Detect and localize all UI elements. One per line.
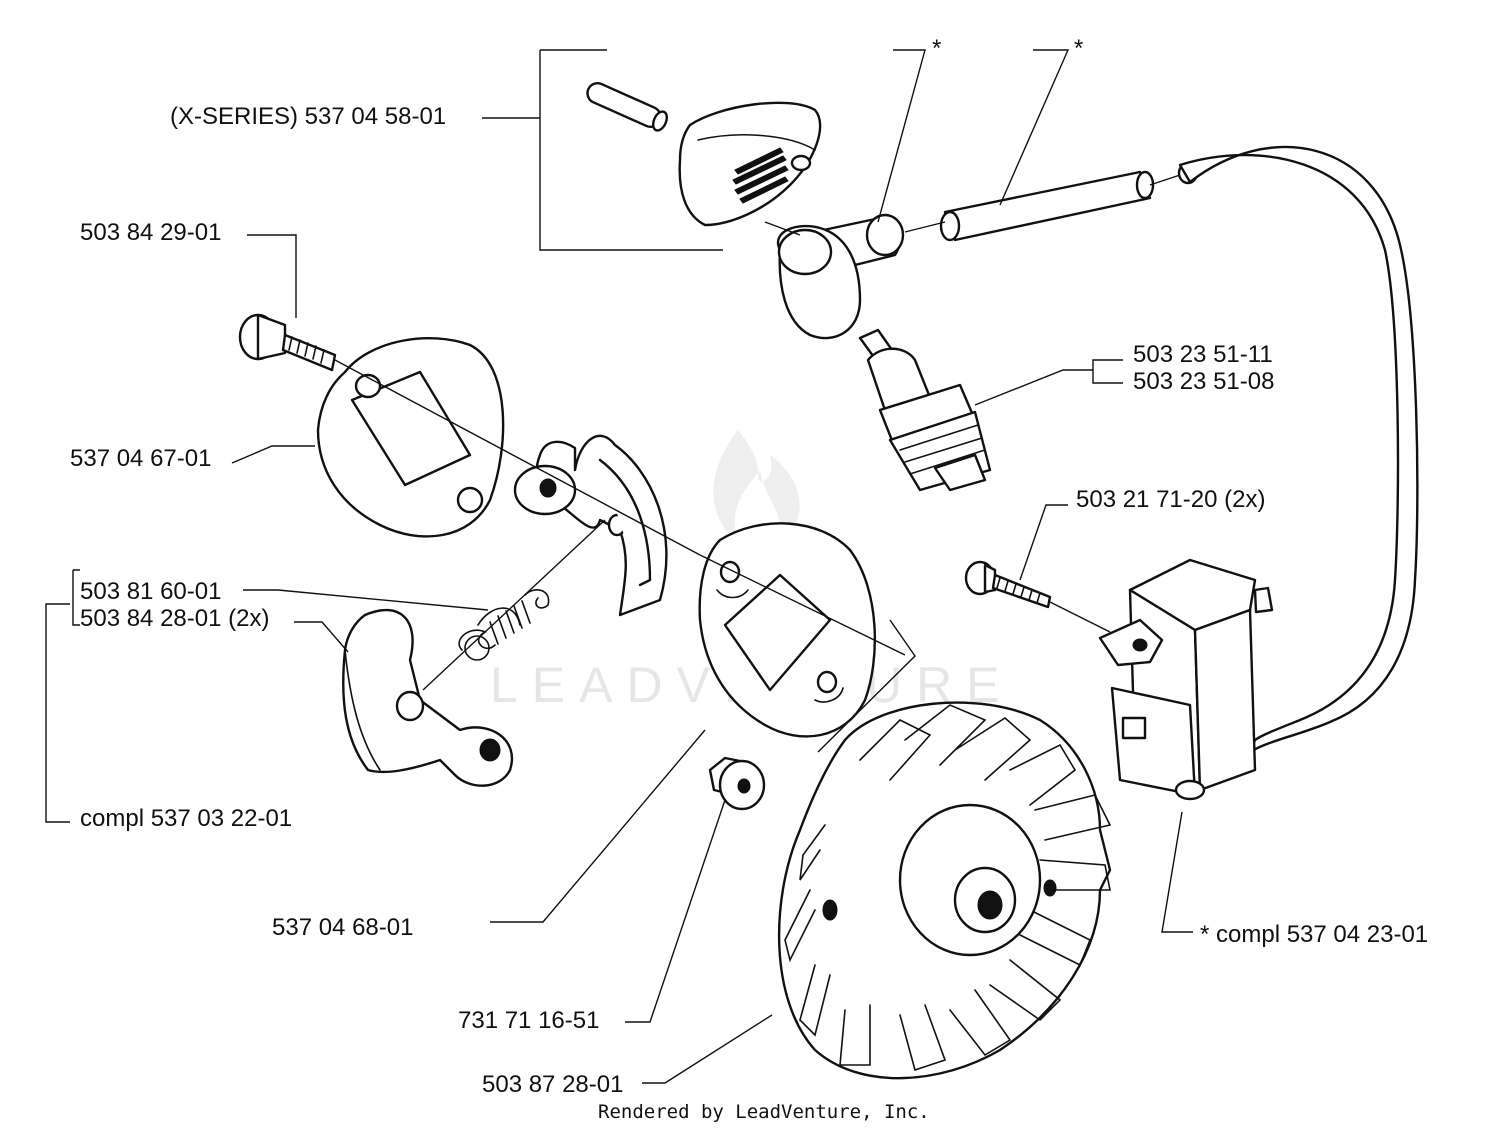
flywheel-part (777, 701, 1112, 1080)
watermark-flame-icon (713, 430, 800, 545)
label-screw-ignition: 503 21 71-20 (2x) (1076, 486, 1265, 513)
nut-part (708, 756, 766, 811)
label-flywheel: 503 87 28-01 (482, 1071, 623, 1098)
label-plate-right: 537 04 68-01 (272, 914, 413, 941)
label-nut: 731 71 16-51 (458, 1007, 599, 1034)
label-clutch-compl: compl 537 03 22-01 (80, 805, 292, 832)
label-asterisk-1: * (932, 35, 941, 62)
label-spark-plug-a: 503 23 51-11 (1133, 341, 1273, 368)
bolt-part (238, 313, 337, 372)
spring-part (458, 589, 550, 661)
footer-credit: Rendered by LeadVenture, Inc. (598, 1101, 930, 1123)
spark-plug-part (858, 328, 992, 492)
clutch-shoe-lower-part (342, 608, 514, 787)
leader-lines (45, 49, 1193, 1084)
label-asterisk-2: * (1074, 35, 1083, 62)
x-series-cover-part (586, 82, 822, 227)
label-ignition-compl: * compl 537 04 23-01 (1200, 921, 1428, 948)
label-bolt-top: 503 84 29-01 (80, 219, 221, 246)
assembly-axis-lines (334, 174, 1181, 691)
label-x-series-cover: (X-SERIES) 537 04 58-01 (170, 103, 446, 130)
clutch-shoe-upper-part (513, 434, 668, 617)
cover-plate-left-part (316, 336, 505, 538)
label-cover-plate-left: 537 04 67-01 (70, 445, 211, 472)
ignition-module-part (1098, 558, 1274, 801)
part-labels: (X-SERIES) 537 04 58-01 503 84 29-01 537… (70, 35, 1428, 1098)
label-spring-b: 503 84 28-01 (2x) (80, 605, 269, 632)
label-spring-a: 503 81 60-01 (80, 578, 221, 605)
screw-part (964, 560, 1052, 609)
label-spark-plug-b: 503 23 51-08 (1133, 368, 1274, 395)
spark-plug-boot-part (776, 213, 905, 340)
